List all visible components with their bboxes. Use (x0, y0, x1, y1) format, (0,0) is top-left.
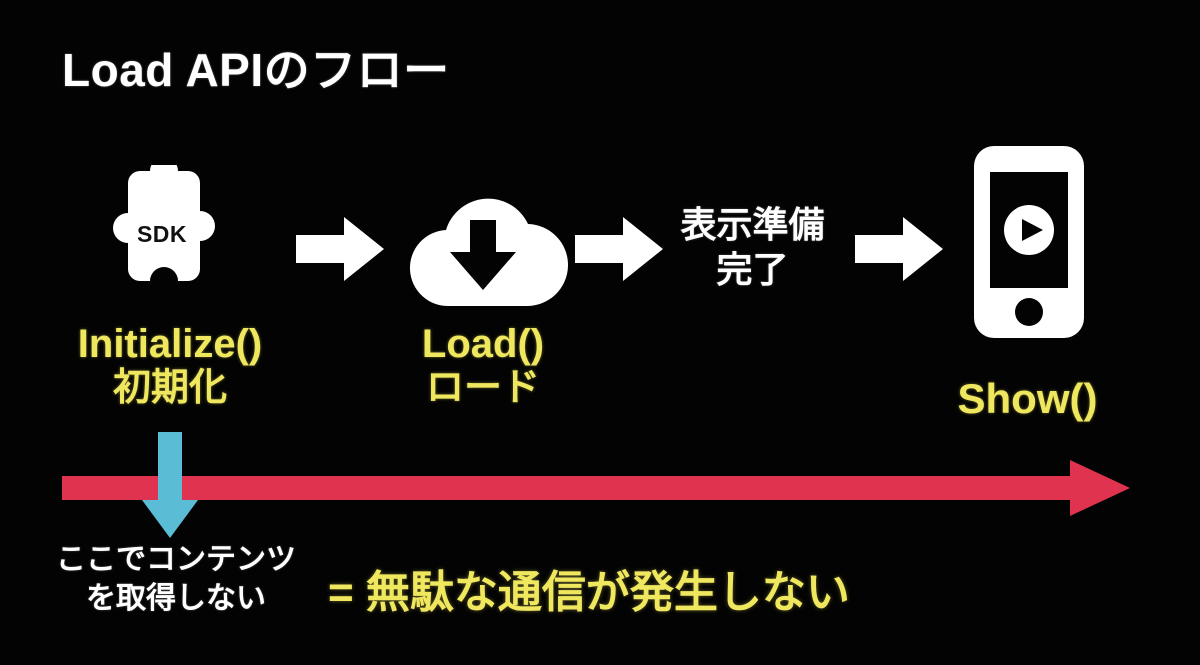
mobile-phone-play-icon (974, 146, 1084, 338)
puzzle-piece-icon (113, 157, 215, 281)
stage-label-show-line1: Show() (957, 375, 1098, 422)
stage-label-show: Show() (920, 375, 1135, 422)
stage-show (970, 142, 1088, 342)
flow-arrow-2 (575, 213, 665, 285)
right-arrow-icon (575, 217, 663, 281)
stage-label-initialize: Initialize() 初期化 (20, 322, 320, 409)
stage-load (398, 186, 569, 310)
flow-arrow-1 (296, 213, 386, 285)
stage-label-load-line2: ロード (425, 366, 540, 409)
right-arrow-icon (296, 217, 384, 281)
content-fetch-down-arrow (140, 432, 200, 540)
stage-label-load: Load() ロード (378, 322, 588, 409)
timeline-arrow-icon (62, 460, 1130, 516)
down-arrow-icon (142, 432, 198, 538)
stage-label-load-line1: Load() (421, 322, 545, 366)
ready-status-line2: 完了 (716, 248, 789, 290)
stage-initialize: SDK (98, 157, 248, 310)
callout-note: ここでコンテンツ を取得しない (42, 540, 310, 618)
callout-conclusion: = 無駄な通信が発生しない (328, 568, 850, 617)
callout-note-line1: ここでコンテンツ (56, 543, 296, 576)
right-arrow-icon (855, 217, 943, 281)
page-title: Load APIのフロー (62, 44, 450, 96)
ready-status-text: 表示準備 完了 (660, 203, 845, 292)
timeline-arrow (62, 458, 1132, 518)
ready-status-line1: 表示準備 (680, 204, 825, 245)
stage-label-initialize-line2: 初期化 (112, 366, 227, 409)
cloud-download-icon (409, 198, 569, 307)
callout-note-line2: を取得しない (86, 582, 266, 615)
stage-label-initialize-line1: Initialize() (77, 322, 263, 366)
flow-arrow-3 (855, 213, 945, 285)
